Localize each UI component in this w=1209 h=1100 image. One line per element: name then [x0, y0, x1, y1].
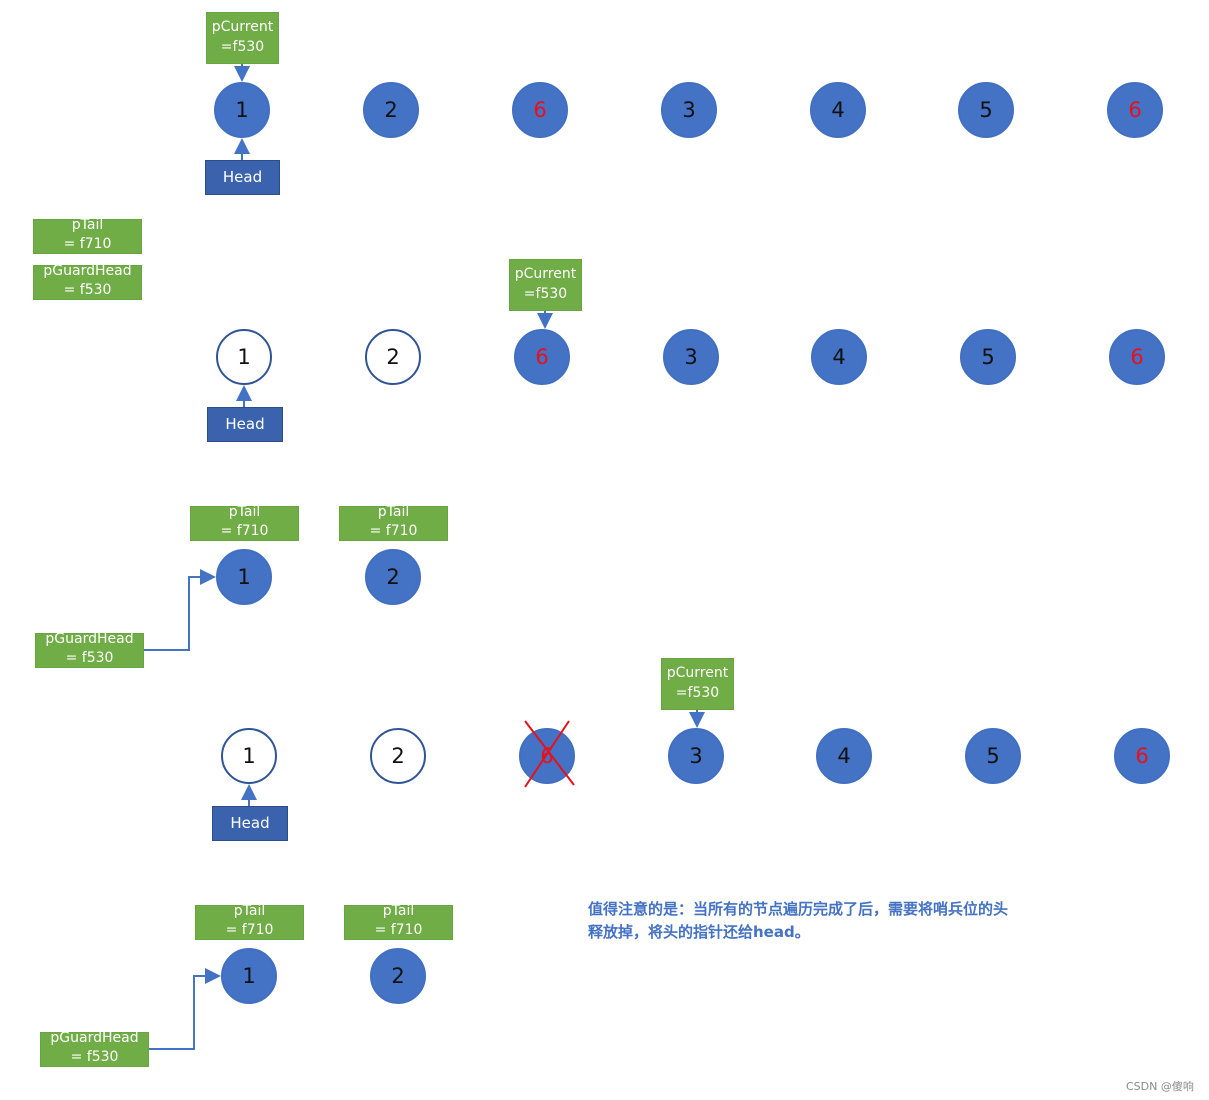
pointer-value: =f530	[220, 39, 265, 55]
pguardhead-pointer: pGuardHead = f530	[35, 631, 144, 668]
list-node: 1	[214, 82, 270, 138]
node-value: 4	[831, 98, 845, 122]
head-label: Head	[230, 814, 270, 832]
list-node: 1	[216, 549, 272, 605]
list-node: 2	[365, 329, 421, 385]
list-node: 1	[216, 329, 272, 385]
node-value: 1	[242, 744, 256, 768]
pointer-value: = f710	[225, 922, 274, 938]
pointer-name: pGuardHead	[50, 1030, 139, 1046]
list-node: 3	[668, 728, 724, 784]
list-node: 4	[816, 728, 872, 784]
pointer-value: =f530	[675, 685, 720, 701]
removed-list-node: 6	[519, 728, 575, 784]
ptail-pointer: pTail = f710	[33, 217, 142, 254]
watermark: CSDN @傻响	[1126, 1080, 1194, 1093]
pguardhead-pointer: pGuardHead = f530	[40, 1030, 149, 1067]
pointer-value: = f530	[70, 1049, 119, 1065]
node-value: 1	[237, 565, 251, 589]
node-value: 5	[986, 744, 1000, 768]
pointer-name: pTail	[228, 504, 261, 520]
node-value: 4	[837, 744, 851, 768]
pointer-name: pCurrent	[514, 266, 577, 282]
list-node: 2	[363, 82, 419, 138]
pointer-name: pGuardHead	[45, 631, 134, 647]
list-node: 3	[661, 82, 717, 138]
list-node: 1	[221, 728, 277, 784]
pointer-name: pTail	[233, 903, 266, 919]
list-node: 3	[663, 329, 719, 385]
pointer-name: pCurrent	[211, 19, 274, 35]
pointer-value: = f710	[374, 922, 423, 938]
node-value: 2	[384, 98, 398, 122]
pointer-value: = f530	[65, 650, 114, 666]
node-value: 4	[832, 345, 846, 369]
head-label: Head	[222, 168, 263, 186]
ptail-pointer: pTail = f710	[339, 504, 448, 541]
pcurrent-pointer: pCurrent =f530	[661, 658, 734, 710]
node-value: 3	[684, 345, 698, 369]
pointer-value: = f710	[369, 523, 418, 539]
list-node: 5	[958, 82, 1014, 138]
arrow-pguardhead-to-node-1	[148, 968, 221, 1050]
pointer-value: = f530	[63, 282, 112, 298]
node-value: 2	[391, 964, 405, 988]
pointer-name: pCurrent	[666, 665, 729, 681]
note-line: 释放掉，将头的指针还给head。	[588, 923, 810, 941]
list-node: 2	[370, 948, 426, 1004]
node-value: 6	[1130, 345, 1144, 369]
pointer-name: pGuardHead	[43, 263, 132, 279]
note-text: 值得注意的是：当所有的节点遍历完成了后，需要将哨兵位的头 释放掉，将头的指针还给…	[588, 898, 1088, 944]
node-value: 6	[1135, 744, 1149, 768]
node-value: 5	[981, 345, 995, 369]
pointer-name: pTail	[377, 504, 410, 520]
ptail-pointer: pTail = f710	[344, 903, 453, 940]
list-node: 5	[965, 728, 1021, 784]
node-value: 6	[533, 98, 547, 122]
list-node: 6	[1109, 329, 1165, 385]
delete-cross-icon	[524, 720, 575, 788]
node-value: 1	[237, 345, 251, 369]
node-value: 1	[235, 98, 249, 122]
ptail-pointer: pTail = f710	[195, 903, 304, 940]
pointer-value: = f710	[220, 523, 269, 539]
pcurrent-pointer: pCurrent =f530	[509, 259, 582, 311]
node-value: 3	[682, 98, 696, 122]
list-node: 2	[365, 549, 421, 605]
pguardhead-pointer: pGuardHead = f530	[33, 263, 142, 300]
node-value: 5	[979, 98, 993, 122]
node-value: 1	[242, 964, 256, 988]
list-node: 1	[221, 948, 277, 1004]
arrow-pguardhead-to-node-1	[143, 569, 216, 651]
pointer-value: =f530	[523, 286, 568, 302]
node-value: 2	[391, 744, 405, 768]
list-node: 6	[1107, 82, 1163, 138]
list-node: 6	[1114, 728, 1170, 784]
ptail-pointer: pTail = f710	[190, 504, 299, 541]
pointer-name: pTail	[382, 903, 415, 919]
head-pointer: Head	[207, 407, 283, 442]
list-node: 4	[811, 329, 867, 385]
node-value: 3	[689, 744, 703, 768]
pcurrent-pointer: pCurrent =f530	[206, 12, 279, 64]
list-node: 2	[370, 728, 426, 784]
head-label: Head	[225, 415, 265, 433]
list-node: 6	[512, 82, 568, 138]
node-value: 6	[535, 345, 549, 369]
list-node: 6	[514, 329, 570, 385]
list-node: 5	[960, 329, 1016, 385]
head-pointer: Head	[212, 806, 288, 841]
node-value: 2	[386, 345, 400, 369]
list-node: 4	[810, 82, 866, 138]
head-pointer: Head	[205, 160, 280, 195]
note-line: 值得注意的是：当所有的节点遍历完成了后，需要将哨兵位的头	[588, 900, 1009, 918]
node-value: 2	[386, 565, 400, 589]
node-value: 6	[1128, 98, 1142, 122]
pointer-name: pTail	[71, 217, 104, 233]
pointer-value: = f710	[63, 236, 112, 252]
